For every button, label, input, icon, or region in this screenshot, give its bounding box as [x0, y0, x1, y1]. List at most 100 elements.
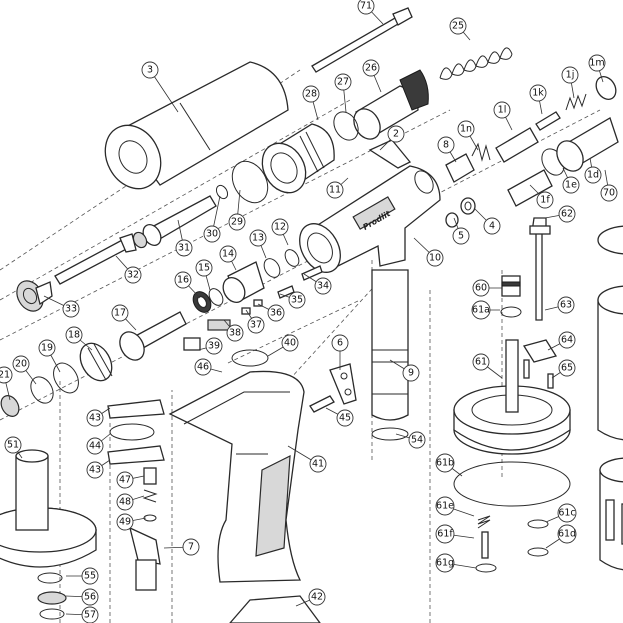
callout-34: 34 [303, 273, 332, 295]
callout-number: 21 [0, 370, 10, 381]
callout-57: 57 [65, 606, 99, 623]
callout-1d: 1d [584, 157, 602, 184]
callout-number: 18 [68, 330, 80, 341]
callout-number: 33 [65, 304, 77, 315]
callout-number: 13 [252, 233, 264, 244]
callout-number: 1n [460, 124, 472, 135]
callout-number: 63 [560, 300, 572, 311]
callout-20: 20 [12, 355, 37, 385]
callout-38: 38 [223, 319, 244, 342]
callout-circle [81, 606, 99, 623]
callout-number: 36 [270, 308, 282, 319]
callout-circle [175, 239, 193, 257]
callout-number: 61c [558, 508, 575, 519]
callout-31: 31 [175, 219, 193, 257]
callout-number: 29 [231, 217, 243, 228]
callout-circle [116, 471, 134, 489]
part-54-ring [371, 427, 409, 441]
callout-circle [449, 17, 467, 35]
callout-21: 21 [0, 366, 13, 401]
part-61g-clip [475, 563, 497, 573]
part-14-bushing [222, 261, 265, 303]
callout-13: 13 [249, 229, 267, 259]
callout-circle [493, 101, 511, 119]
callout-circle [174, 271, 192, 289]
callout-circle [558, 359, 576, 377]
part-42-base [229, 595, 321, 623]
callout-4: 4 [473, 207, 501, 235]
part-6-trigger [329, 363, 357, 405]
part-25-spring [439, 47, 513, 80]
callout-circle [314, 277, 332, 295]
callout-number: 1d [587, 170, 599, 181]
callout-5: 5 [452, 217, 470, 245]
callout-60: 60 [472, 279, 502, 297]
callout-number: 40 [284, 338, 296, 349]
part-19-ring [53, 362, 79, 394]
callout-1k: 1k [529, 84, 547, 115]
callout-circle [116, 493, 134, 511]
callout-number: 61e [436, 501, 454, 512]
callout-1n: 1n [457, 120, 479, 151]
part-48-spring [142, 489, 158, 503]
callout-circle [435, 496, 455, 516]
callout-54: 54 [395, 431, 426, 449]
part-31-shaft [132, 195, 217, 249]
part-13-ring [263, 258, 281, 278]
callout-number: 70 [603, 188, 615, 199]
callout-circle [600, 184, 618, 202]
part-43-gasket-bottom [107, 445, 165, 465]
callout-number: 60 [475, 283, 487, 294]
part-1f-sleeve [507, 169, 553, 207]
callout-number: 54 [411, 435, 423, 446]
callout-number: 55 [84, 571, 96, 582]
part-61e-spring [477, 515, 491, 529]
callout-43: 43 [86, 459, 111, 479]
part-32-l-wrench [54, 233, 137, 285]
part-43-gasket-top [107, 399, 165, 419]
callout-circle [62, 300, 80, 318]
callout-circle [561, 66, 579, 84]
callout-8: 8 [437, 136, 457, 163]
part-34-spring-pin [301, 265, 323, 281]
part-61-cylinder-base [453, 339, 571, 455]
callout-number: 45 [339, 413, 351, 424]
callout-number: 30 [206, 229, 218, 240]
part-8-sleeve [445, 153, 475, 183]
part-3-cylinder-cover [104, 61, 289, 190]
callout-circle [65, 326, 83, 344]
callout-number: 47 [119, 475, 131, 486]
callout-10: 10 [413, 237, 444, 267]
callout-number: 71 [360, 1, 372, 12]
part-61a-ring [500, 306, 522, 318]
callout-number: 11 [329, 185, 341, 196]
callout-number: 61g [436, 558, 454, 569]
callout-circle [86, 437, 104, 455]
part-40-gasket [231, 349, 269, 367]
callout-circle [194, 358, 212, 376]
callout-circle [557, 524, 577, 544]
part-4-nut [460, 197, 476, 215]
callout-56: 56 [65, 588, 99, 606]
callout-number: 31 [178, 243, 190, 254]
callout-circle [309, 455, 327, 473]
callout-number: 10 [429, 253, 441, 264]
part-55-ring [37, 572, 63, 584]
callout-circle [334, 73, 352, 91]
callout-circle [435, 453, 455, 473]
part-61b-o-ring [453, 461, 571, 507]
callout-28: 28 [302, 85, 320, 121]
callout-1j: 1j [561, 66, 579, 99]
callout-circle [437, 136, 455, 154]
callout-41: 41 [287, 445, 327, 473]
callout-circle [435, 553, 455, 573]
callout-71: 71 [357, 0, 384, 25]
callout-number: 20 [15, 359, 27, 370]
callout-number: 44 [89, 441, 101, 452]
callout-circle [86, 461, 104, 479]
callout-40: 40 [267, 334, 299, 357]
callout-number: 61b [436, 458, 454, 469]
callout-circle [562, 176, 580, 194]
part-51-base [0, 449, 97, 568]
